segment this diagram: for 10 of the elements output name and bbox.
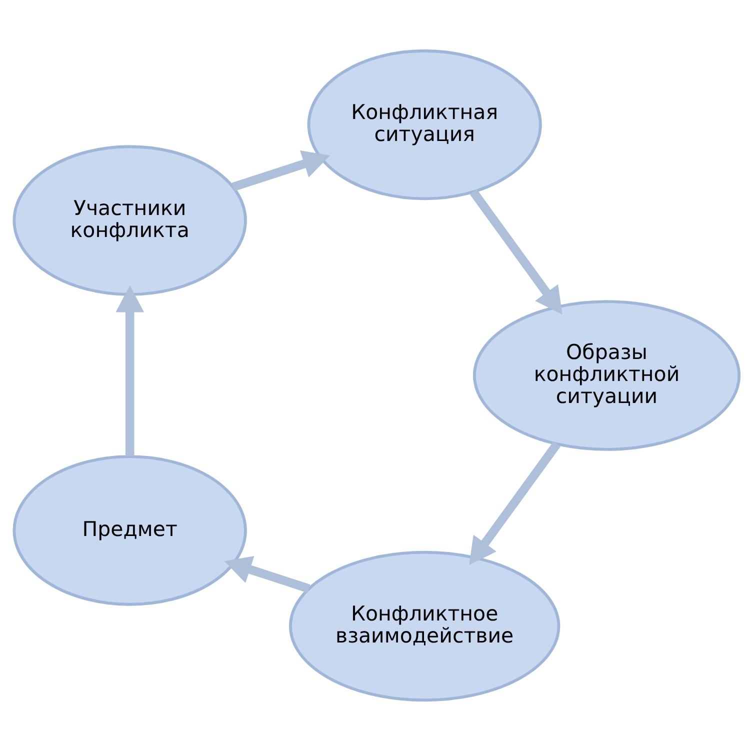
arrow [224, 555, 310, 592]
arrow [232, 150, 330, 191]
arrow [470, 188, 562, 314]
arrow [116, 284, 144, 456]
node-ellipse: Конфликтное взаимодействие [289, 550, 560, 702]
node-ellipse: Конфликтная ситуация [307, 48, 542, 200]
node-ellipse: Предмет [12, 454, 247, 606]
node-ellipse: Участники конфликта [12, 144, 247, 296]
node-ellipse: Образы конфликтной ситуации [472, 300, 741, 450]
arrow [469, 440, 561, 564]
